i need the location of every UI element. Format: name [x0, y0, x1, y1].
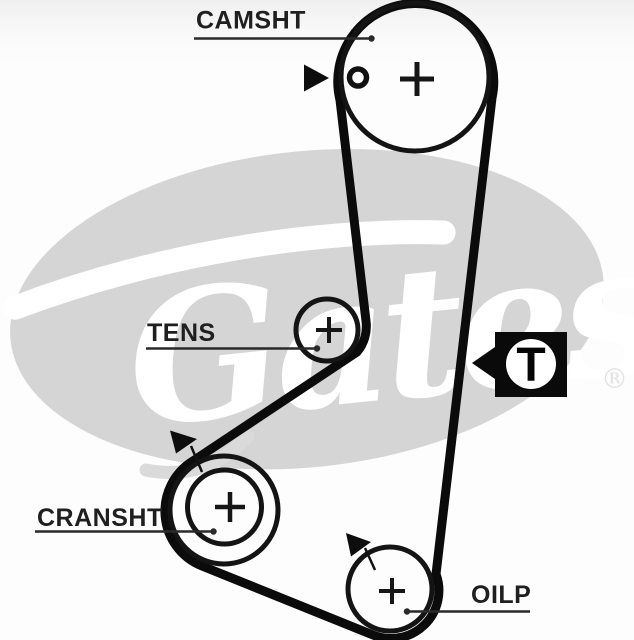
timing-mark-badge: T [472, 332, 567, 397]
tensioner-leader-dot [313, 345, 321, 352]
tensioner-label: TENS [147, 319, 216, 347]
crankshaft-label: CRANSHT [37, 504, 163, 532]
camshaft-alignment-dot-icon [346, 66, 370, 89]
plus-mark-tensioner [316, 317, 342, 343]
tensioner-callout: TENS [146, 319, 321, 352]
oil-pump-pulley [345, 544, 435, 634]
oil-pump-leader-dot [403, 608, 411, 615]
oil-pump-arrow-tail [363, 547, 377, 571]
crankshaft-pulley-outer [167, 453, 281, 567]
background-top-shade [0, 0, 634, 74]
crankshaft-arrow-tail [189, 445, 204, 473]
plus-mark-oil-pump [379, 578, 405, 604]
timing-mark-letter: T [516, 339, 545, 392]
timing-mark-pointer-icon [472, 347, 495, 379]
crankshaft-arrow-icon [170, 430, 197, 454]
crankshaft-pulley-inner [185, 467, 264, 547]
watermark-swash [3, 220, 456, 320]
oil-pump-arrow-icon [346, 533, 371, 557]
tensioner-pulley [293, 296, 361, 364]
plus-mark-camshaft [400, 62, 434, 96]
camshaft-leader-dot [368, 35, 375, 42]
camshaft-pulley [338, 0, 492, 154]
camshaft-direction-triangle-icon [304, 64, 329, 92]
oil-pump-label: OILP [471, 581, 531, 609]
crankshaft-callout: CRANSHT [35, 504, 217, 535]
crankshaft-leader-dot [210, 528, 217, 535]
camshaft-callout: CAMSHT [194, 7, 375, 42]
plus-mark-crankshaft [215, 492, 245, 522]
oil-pump-callout: OILP [403, 581, 531, 615]
camshaft-label: CAMSHT [196, 7, 306, 35]
registered-trademark-icon: ® [601, 364, 628, 395]
timing-mark-circle [506, 339, 556, 389]
